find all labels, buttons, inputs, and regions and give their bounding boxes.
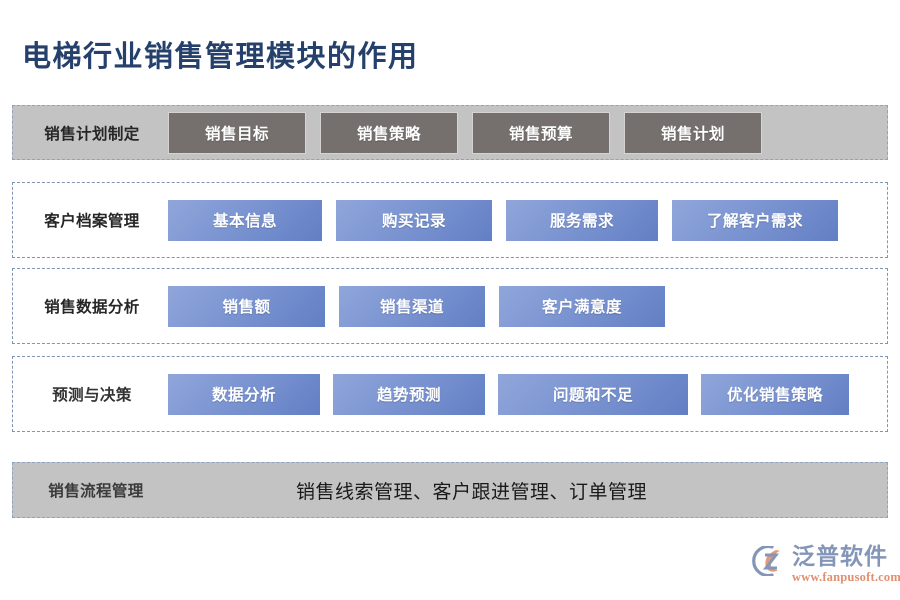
chip-sales-target[interactable]: 销售目标: [168, 111, 306, 154]
chip-group-sales-data-analysis: 销售额 销售渠道 客户满意度: [168, 285, 665, 327]
row-customer-profile: 客户档案管理 基本信息 购买记录 服务需求 了解客户需求: [12, 182, 888, 258]
row-label-sales-data-analysis: 销售数据分析: [44, 299, 140, 316]
row-sales-process-management: 销售流程管理 销售线索管理、客户跟进管理、订单管理: [12, 462, 888, 518]
chip-data-analysis[interactable]: 数据分析: [168, 373, 320, 415]
chip-customer-satisfaction[interactable]: 客户满意度: [499, 285, 665, 327]
row-label-sales-plan: 销售计划制定: [44, 125, 140, 143]
chip-sales-budget[interactable]: 销售预算: [472, 111, 610, 154]
chip-group-sales-plan: 销售目标 销售策略 销售预算 销售计划: [168, 111, 762, 154]
chip-basic-info[interactable]: 基本信息: [168, 199, 322, 241]
chip-group-forecast-decision: 数据分析 趋势预测 问题和不足 优化销售策略: [168, 373, 849, 415]
logo-url: www.fanpusoft.com: [792, 570, 900, 584]
chip-purchase-record[interactable]: 购买记录: [336, 199, 492, 241]
row-label-forecast-decision: 预测与决策: [52, 387, 132, 404]
chip-problems-and-gaps[interactable]: 问题和不足: [498, 373, 688, 415]
chip-trend-forecast[interactable]: 趋势预测: [333, 373, 485, 415]
page-title: 电梯行业销售管理模块的作用: [22, 41, 419, 73]
logo-name: 泛普软件: [792, 543, 888, 569]
chip-sales-channel[interactable]: 销售渠道: [339, 285, 485, 327]
row-sales-data-analysis: 销售数据分析 销售额 销售渠道 客户满意度: [12, 268, 888, 344]
chip-sales-amount[interactable]: 销售额: [168, 285, 325, 327]
chip-sales-strategy[interactable]: 销售策略: [320, 111, 458, 154]
sales-process-description: 销售线索管理、客户跟进管理、订单管理: [295, 481, 647, 503]
fanpu-logo-icon: [752, 544, 786, 578]
row-sales-plan: 销售计划制定 销售目标 销售策略 销售预算 销售计划: [12, 105, 888, 160]
chip-service-demand[interactable]: 服务需求: [506, 199, 658, 241]
chip-understand-customer-needs[interactable]: 了解客户需求: [672, 199, 838, 241]
brand-logo: 泛普软件 www.fanpusoft.com: [752, 545, 900, 584]
row-forecast-decision: 预测与决策 数据分析 趋势预测 问题和不足 优化销售策略: [12, 356, 888, 432]
chip-sales-plan[interactable]: 销售计划: [624, 111, 762, 154]
row-label-customer-profile: 客户档案管理: [44, 213, 140, 230]
chip-group-customer-profile: 基本信息 购买记录 服务需求 了解客户需求: [168, 199, 838, 241]
row-label-sales-process-management: 销售流程管理: [48, 483, 144, 500]
chip-optimize-sales-strategy[interactable]: 优化销售策略: [701, 373, 849, 415]
